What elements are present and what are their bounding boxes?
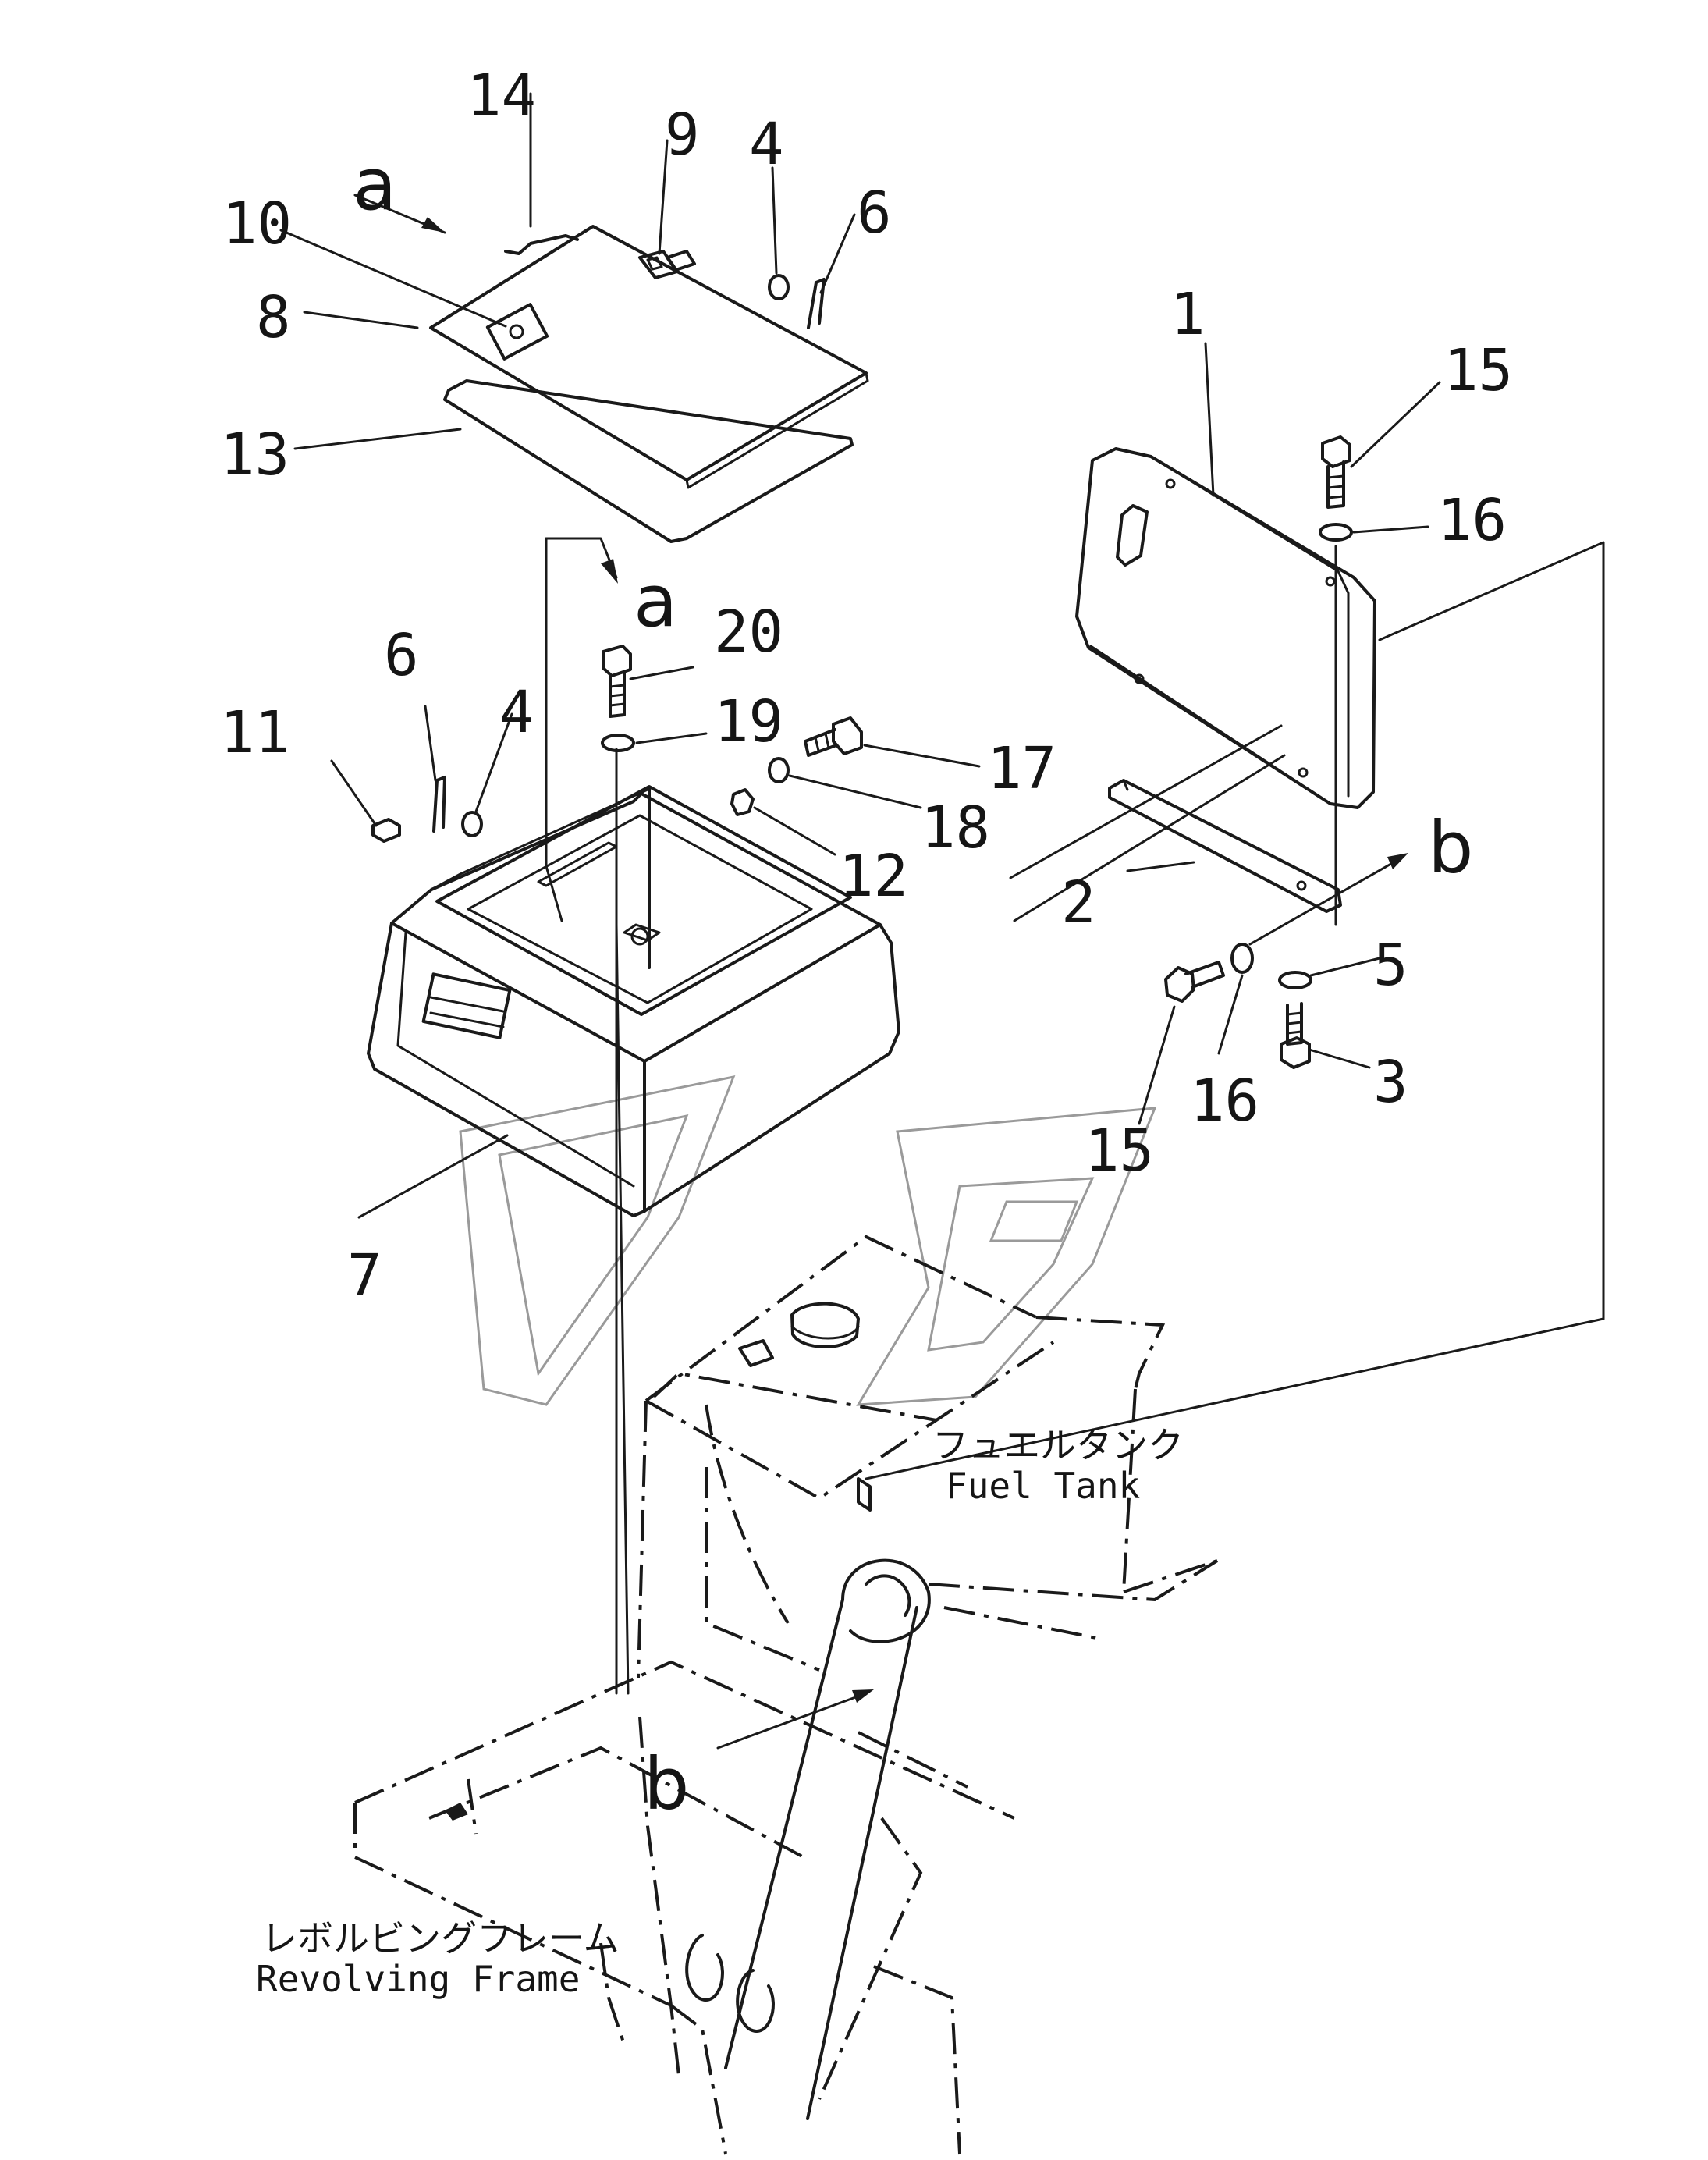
stopper-part-11 xyxy=(371,818,401,843)
fuel-tank-label-en: Fuel Tank xyxy=(946,1465,1140,1507)
pin-part-6-left xyxy=(432,776,446,833)
seal-gasket-part-13 xyxy=(443,379,854,543)
callout-17: 17 xyxy=(987,735,1056,802)
washer-part-5 xyxy=(1278,971,1312,989)
callout-16-bottom: 16 xyxy=(1190,1068,1259,1135)
callout-16-top: 16 xyxy=(1437,487,1507,554)
callout-18: 18 xyxy=(921,794,990,862)
callout-1: 1 xyxy=(1170,281,1206,348)
callout-19: 19 xyxy=(714,688,783,755)
rod-part-14 xyxy=(504,234,579,255)
leader-lines xyxy=(279,92,1605,1750)
view-marker-a-top: a xyxy=(353,143,396,226)
callout-8: 8 xyxy=(256,284,291,351)
bolt-part-15-top xyxy=(1321,435,1351,509)
callout-13: 13 xyxy=(220,421,289,488)
revolving-frame-label-en: Revolving Frame xyxy=(256,1958,580,2000)
bolt-part-17 xyxy=(804,716,863,757)
revolving-frame-label-jp: レボルビングフレーム xyxy=(261,1917,620,1959)
callout-4-top: 4 xyxy=(749,111,784,178)
callout-5: 5 xyxy=(1373,932,1408,999)
callout-6-left: 6 xyxy=(384,622,419,689)
callout-3: 3 xyxy=(1373,1049,1408,1116)
washer-part-4-top xyxy=(768,274,790,300)
cover-panel-part-1 xyxy=(1075,447,1376,809)
callout-11: 11 xyxy=(220,699,289,766)
revolving-frame xyxy=(353,1371,1219,2155)
view-marker-b-right: b xyxy=(1428,806,1473,890)
callout-12: 12 xyxy=(839,843,908,910)
washer-part-4-left xyxy=(461,811,483,837)
callout-14: 14 xyxy=(467,62,536,130)
washer-part-16-top xyxy=(1319,523,1353,542)
bolt-part-15-bottom xyxy=(1164,961,1225,1003)
fuel-tank xyxy=(644,1235,1218,1593)
callout-4-left: 4 xyxy=(499,679,534,746)
callout-6-top: 6 xyxy=(857,179,892,247)
watermark-logo xyxy=(459,1075,1157,1406)
callout-20: 20 xyxy=(714,599,783,666)
bracket-part-2 xyxy=(1108,779,1342,913)
bolt-part-3 xyxy=(1280,1002,1311,1069)
washer-part-19 xyxy=(601,734,635,752)
view-marker-b-bottom: b xyxy=(644,1743,689,1826)
callout-2: 2 xyxy=(1061,869,1096,936)
washer-part-18 xyxy=(768,757,790,783)
washer-part-16-bottom xyxy=(1230,943,1254,974)
callout-15-bottom: 15 xyxy=(1085,1117,1154,1185)
toolbox-part-7 xyxy=(367,785,900,1217)
cover-lid-part-8 xyxy=(429,225,869,489)
lock-part-9 xyxy=(666,250,696,272)
callout-10: 10 xyxy=(222,190,292,258)
bolt-part-20 xyxy=(602,645,632,718)
bracket-part-12 xyxy=(730,788,755,816)
fuel-tank-label-jp: フュエルタンク xyxy=(932,1424,1184,1466)
callout-15-top: 15 xyxy=(1443,337,1513,404)
view-marker-a-mid: a xyxy=(634,560,677,643)
callout-7: 7 xyxy=(347,1242,382,1309)
callout-9: 9 xyxy=(665,101,700,169)
pin-part-6-top xyxy=(807,278,826,329)
